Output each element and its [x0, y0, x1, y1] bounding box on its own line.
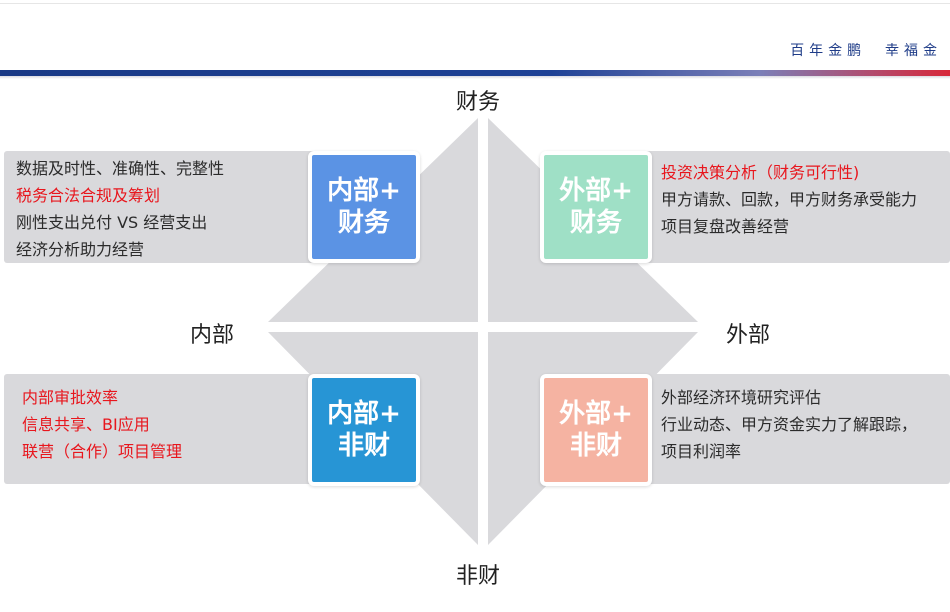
quadrant-title-line1: 内部+ [327, 399, 401, 429]
list-external-non-finance: 外部经济环境研究评估 行业动态、甲方资金实力了解跟踪， 项目利润率 [661, 384, 917, 465]
header-divider-bar [0, 70, 950, 76]
list-item: 项目利润率 [661, 442, 742, 461]
quadrant-title-line1: 外部+ [559, 399, 633, 429]
axis-label-non-finance: 非财 [456, 564, 501, 589]
list-item: 甲方请款、回款，甲方财务承受能力 [661, 190, 918, 209]
panel-external-non-finance [628, 374, 950, 484]
list-item: 外部经济环境研究评估 [661, 388, 822, 407]
header-divider-shadow [0, 76, 950, 79]
list-item: 刚性支出兑付 VS 经营支出 [16, 213, 208, 232]
quadrant-box-external-non-finance: 外部+ 非财 [540, 374, 652, 486]
list-item: 行业动态、甲方资金实力了解跟踪， [661, 415, 918, 434]
quadrant-box-external-finance: 外部+ 财务 [540, 151, 652, 263]
panel-internal-finance [4, 151, 334, 263]
quadrant-title-line1: 外部+ [559, 176, 633, 206]
header-slogan: 百年金鹏 幸福金 [790, 43, 942, 59]
axis-label-external: 外部 [726, 323, 771, 348]
quadrant-title-line1: 内部+ [327, 176, 401, 206]
panel-external-finance [628, 151, 950, 263]
list-item: 项目复盘改善经营 [661, 217, 790, 236]
axis-label-internal: 内部 [190, 323, 235, 348]
quadrant-title-line2: 财务 [569, 208, 622, 238]
quadrant-title-line2: 非财 [569, 431, 622, 461]
quadrant-title-line2: 非财 [337, 431, 390, 461]
list-item: 税务合法合规及筹划 [16, 186, 161, 205]
quadrant-title-line2: 财务 [337, 208, 390, 238]
list-item: 内部审批效率 [22, 388, 119, 407]
quadrant-box-internal-finance: 内部+ 财务 [308, 151, 420, 263]
list-item: 投资决策分析（财务可行性) [661, 163, 860, 182]
quadrant-box-internal-non-finance: 内部+ 非财 [308, 374, 420, 486]
list-internal-non-finance: 内部审批效率 信息共享、BI应用 联营（合作）项目管理 [22, 384, 182, 465]
list-item: 经济分析助力经营 [16, 240, 145, 259]
list-internal-finance: 数据及时性、准确性、完整性 税务合法合规及筹划 刚性支出兑付 VS 经营支出 经… [16, 155, 224, 263]
list-item: 联营（合作）项目管理 [22, 442, 183, 461]
list-item: 信息共享、BI应用 [22, 415, 150, 434]
list-external-finance: 投资决策分析（财务可行性) 甲方请款、回款，甲方财务承受能力 项目复盘改善经营 [661, 159, 917, 240]
list-item: 数据及时性、准确性、完整性 [16, 159, 225, 178]
axis-label-finance: 财务 [456, 90, 501, 115]
panel-internal-non-finance [4, 374, 334, 484]
top-border-line [0, 3, 950, 4]
